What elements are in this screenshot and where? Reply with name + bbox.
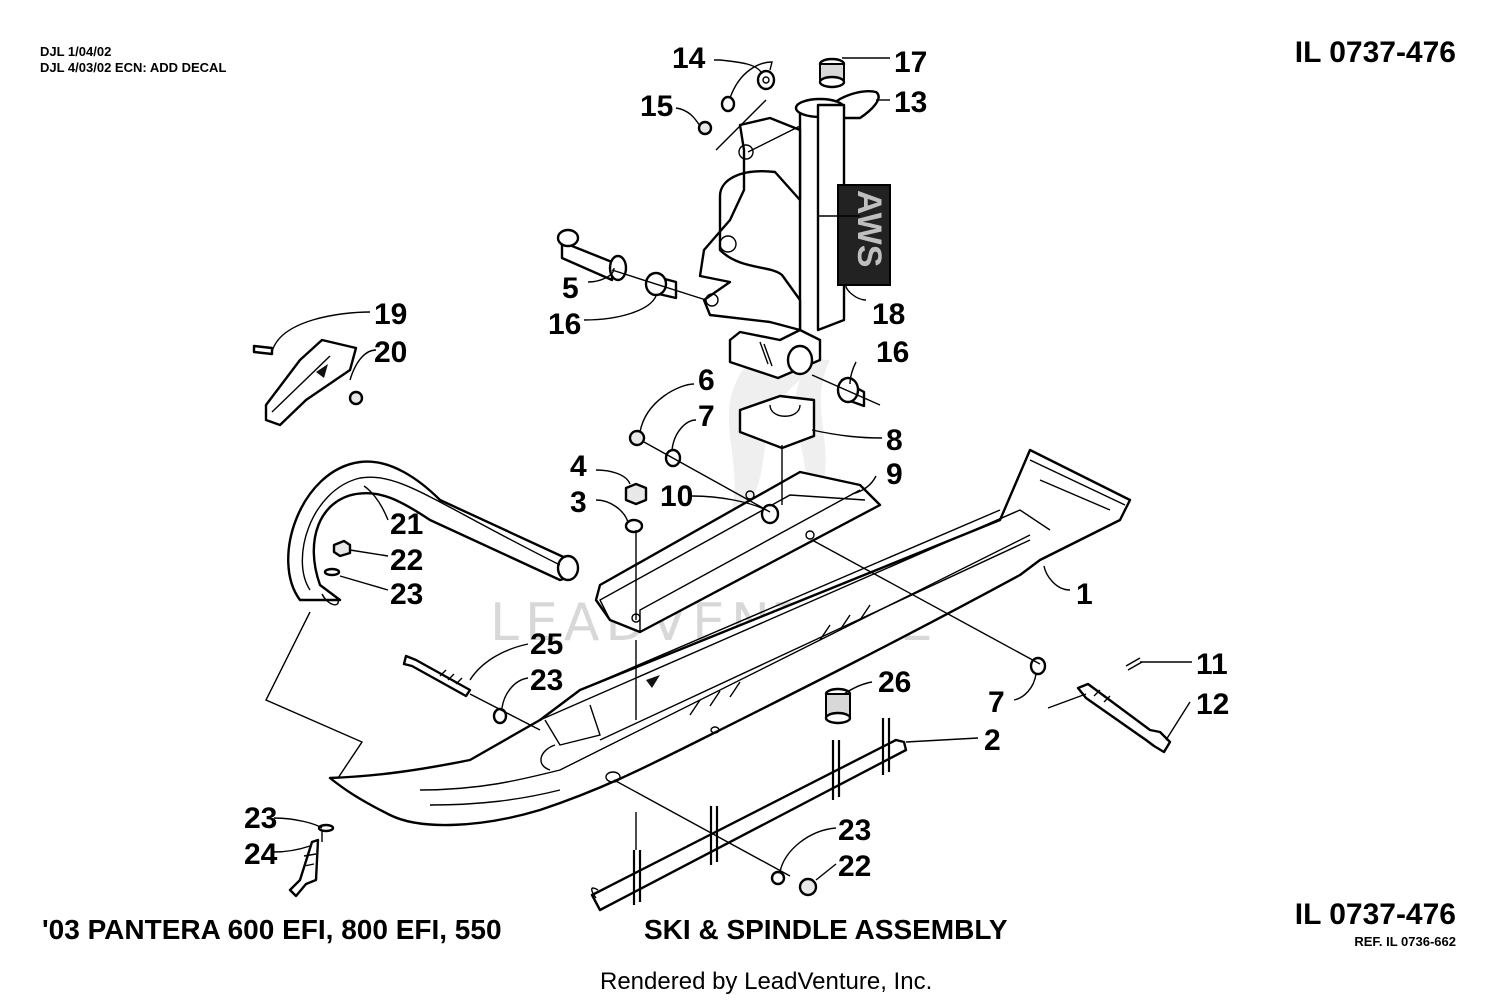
spacer-26 <box>824 687 852 725</box>
revision-note-2: DJL 4/03/02 ECN: ADD DECAL <box>40 60 227 75</box>
callout-20: 20 <box>374 336 407 369</box>
model-title: '03 PANTERA 600 EFI, 800 EFI, 550 <box>42 914 502 945</box>
callout-23-upper: 23 <box>390 578 423 611</box>
leader-lines <box>271 57 1192 881</box>
callout-12: 12 <box>1196 688 1229 721</box>
callout-10: 10 <box>660 480 693 513</box>
bumper-block <box>738 394 816 450</box>
spacer-pin <box>556 228 628 282</box>
reference-id: REF. IL 0736-662 <box>1354 934 1456 949</box>
callout-8: 8 <box>886 424 903 457</box>
assembly-title: SKI & SPINDLE ASSEMBLY <box>644 914 1008 945</box>
callout-23-mid: 23 <box>530 664 563 697</box>
ski <box>328 448 1132 827</box>
callout-11: 11 <box>1196 648 1228 681</box>
handle-shield <box>252 338 364 427</box>
callout-18: 18 <box>872 298 905 331</box>
washer-10 <box>760 503 780 525</box>
callout-7-lower: 7 <box>988 686 1005 719</box>
grease-fitting <box>697 120 713 136</box>
nut-6 <box>628 429 646 447</box>
callout-6: 6 <box>698 364 715 397</box>
callout-17: 17 <box>894 46 927 79</box>
callout-26: 26 <box>878 666 911 699</box>
callout-22-lower: 22 <box>838 850 871 883</box>
assembly-lines <box>265 99 1087 877</box>
wear-bar <box>590 718 908 912</box>
footer-credit: Rendered by LeadVenture, Inc. <box>600 968 933 995</box>
callout-4: 4 <box>570 450 587 483</box>
callout-16-lower: 16 <box>876 336 909 369</box>
bolt-12 <box>1076 682 1172 754</box>
callout-13: 13 <box>894 86 927 119</box>
washer-3 <box>624 518 644 534</box>
illustration-id-top: IL 0737-476 <box>1294 36 1456 69</box>
callout-2: 2 <box>984 724 1001 757</box>
decal-text: AWS <box>850 190 888 267</box>
callouts: 14 17 15 13 5 16 18 19 20 16 6 7 8 4 9 3… <box>244 42 1229 883</box>
revision-note-1: DJL 1/04/02 <box>40 44 112 59</box>
callout-21: 21 <box>390 508 423 541</box>
callout-7-upper: 7 <box>698 400 715 433</box>
decal: AWS <box>837 184 891 286</box>
cap-plug <box>818 57 846 89</box>
callout-15: 15 <box>640 90 673 123</box>
callout-14: 14 <box>672 42 706 75</box>
ski-saddle <box>594 470 882 634</box>
callout-22-upper: 22 <box>390 544 423 577</box>
nut-22 <box>332 539 818 897</box>
callout-25: 25 <box>530 628 563 661</box>
washer-14 <box>720 69 776 113</box>
callout-16-upper: 16 <box>548 308 581 341</box>
washer-23 <box>317 567 786 886</box>
callout-9: 9 <box>886 458 903 491</box>
callout-3: 3 <box>570 486 587 519</box>
callout-5: 5 <box>562 272 579 305</box>
bolt-24 <box>288 838 320 898</box>
callout-24: 24 <box>244 838 278 871</box>
nut-4 <box>624 482 648 506</box>
ski-loop <box>287 460 580 606</box>
callout-1: 1 <box>1076 578 1093 611</box>
cotter-pin <box>1125 657 1143 671</box>
callout-19: 19 <box>374 298 407 331</box>
callout-23-lower-right: 23 <box>838 814 871 847</box>
bolt-25 <box>402 654 472 698</box>
illustration-id-bottom: IL 0737-476 <box>1294 898 1456 931</box>
callout-23-lower-left: 23 <box>244 802 277 835</box>
